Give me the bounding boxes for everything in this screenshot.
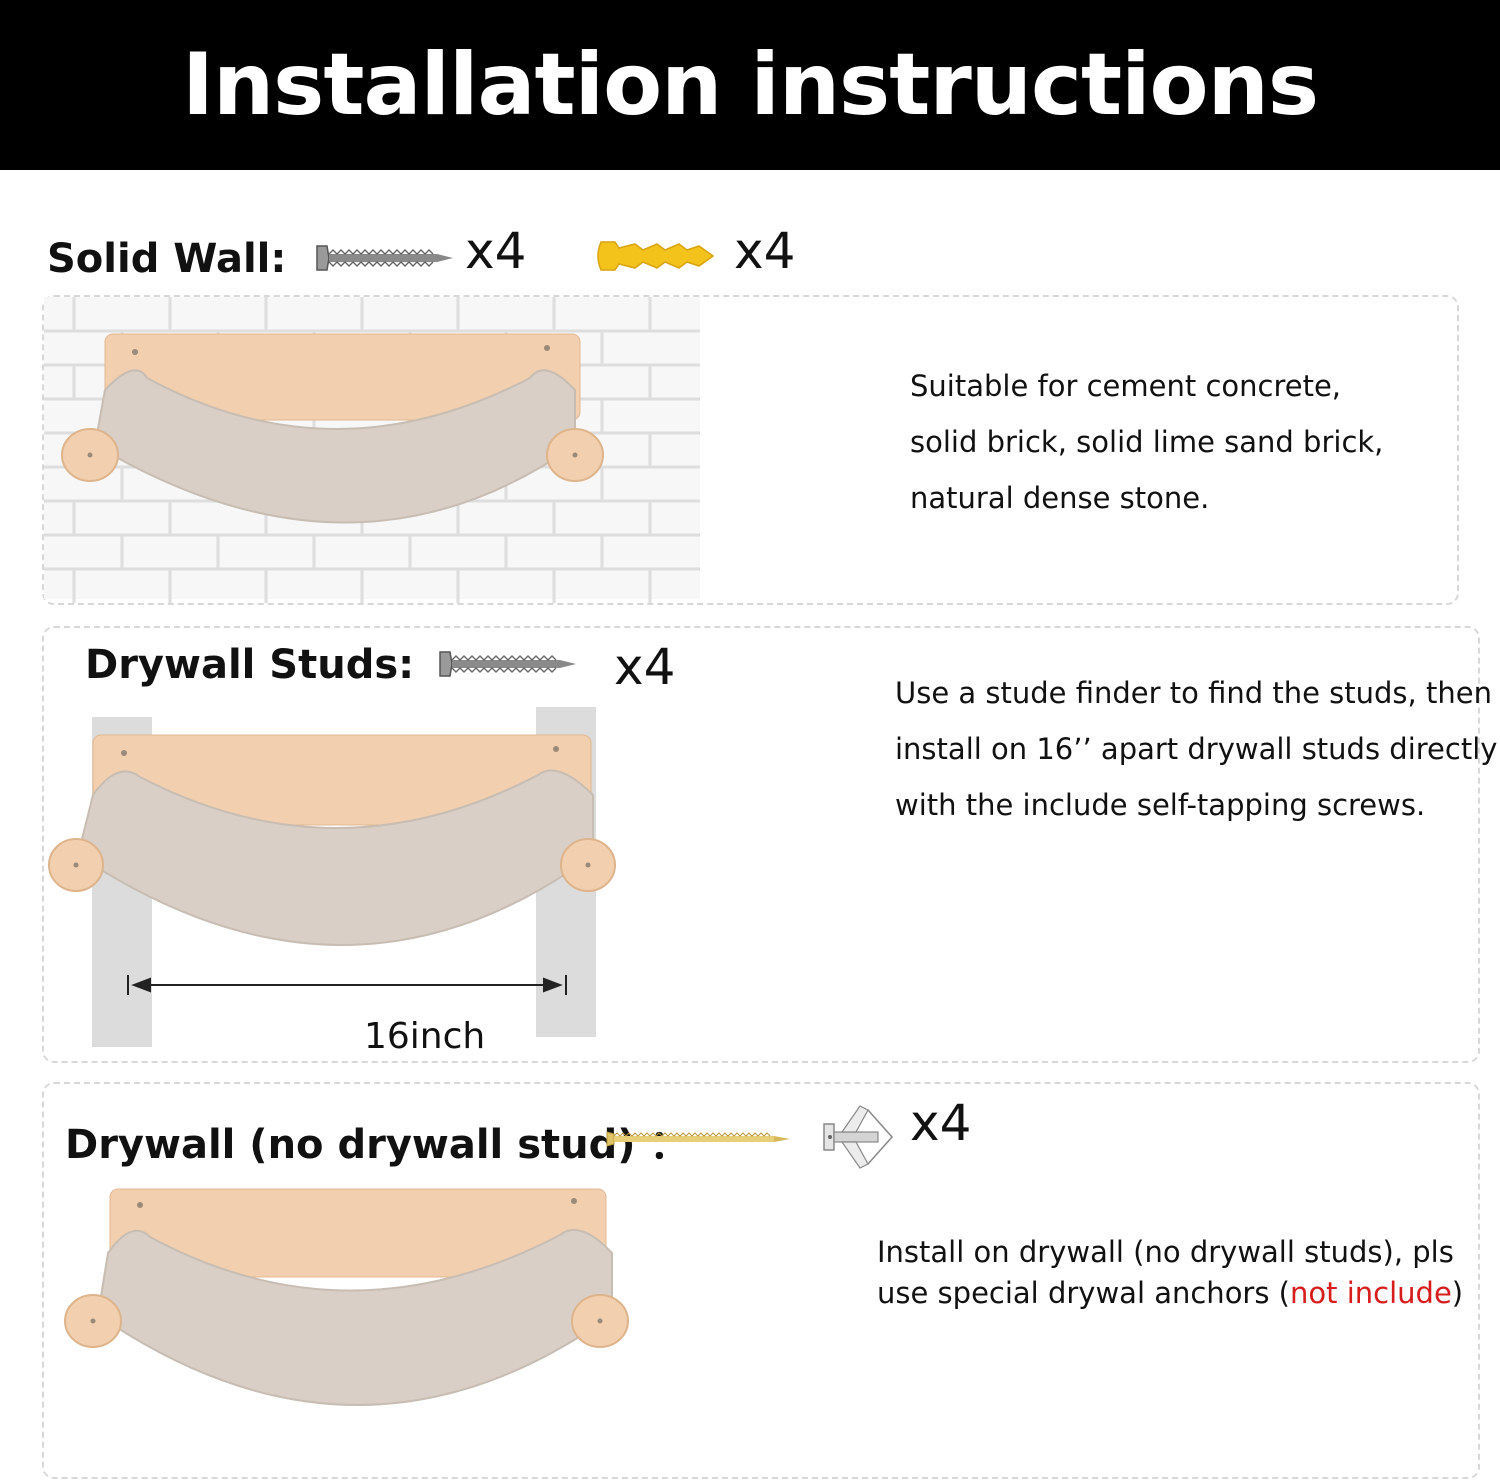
description-line: Install on drywall (no drywall studs), p…: [877, 1235, 1454, 1269]
solid-wall-label: Solid Wall:: [47, 236, 287, 282]
cat-hammock-solid-wall: [61, 333, 604, 524]
solid-wall-screw-qty: x4: [465, 222, 527, 280]
description-line: with the include self-tapping screws.: [895, 788, 1426, 822]
dimension-arrow: [127, 975, 567, 995]
studs-hammock-illustration: [48, 707, 616, 1047]
drywall-no-stud-description: Install on drywall (no drywall studs), p…: [877, 1232, 1463, 1314]
drywall-no-stud-anchor-qty: x4: [910, 1094, 972, 1152]
plastic-anchor-icon: [597, 241, 715, 271]
drywall-studs-screw-qty: x4: [614, 638, 676, 696]
title-banner: Installation instructions: [0, 0, 1500, 170]
drywall-studs-description: Use a stude finder to find the studs, th…: [895, 665, 1497, 833]
not-included-note: not include: [1290, 1276, 1452, 1310]
description-line: solid brick, solid lime sand brick,: [910, 425, 1384, 459]
drywall-studs-label: Drywall Studs:: [85, 642, 415, 688]
screw-icon: [316, 245, 453, 271]
long-gold-screw-icon: [606, 1131, 790, 1147]
dimension-label: 16inch: [364, 1016, 486, 1057]
drywall-no-stud-panel: [42, 1082, 1480, 1479]
screw-icon: [439, 651, 576, 677]
drywall-anchor-icon: [823, 1105, 894, 1169]
solid-wall-panel: [42, 295, 1459, 605]
solid-wall-anchor-qty: x4: [734, 222, 796, 280]
cat-hammock-drywall: [64, 1188, 629, 1406]
page-title: Installation instructions: [181, 35, 1319, 135]
description-line: install on 16’’ apart drywall studs dire…: [895, 732, 1498, 766]
description-line: Suitable for cement concrete,: [910, 369, 1342, 403]
description-line: Use a stude finder to find the studs, th…: [895, 676, 1492, 710]
description-prefix: use special drywal anchors (: [877, 1276, 1290, 1310]
description-suffix: ): [1451, 1276, 1464, 1310]
drywall-no-stud-label: Drywall (no drywall stud) ：: [65, 1122, 690, 1168]
solid-wall-description: Suitable for cement concrete, solid bric…: [910, 358, 1383, 526]
description-line: use special drywal anchors (not include): [877, 1273, 1463, 1314]
description-line: natural dense stone.: [910, 481, 1210, 515]
drywall-studs-panel: [42, 626, 1480, 1063]
